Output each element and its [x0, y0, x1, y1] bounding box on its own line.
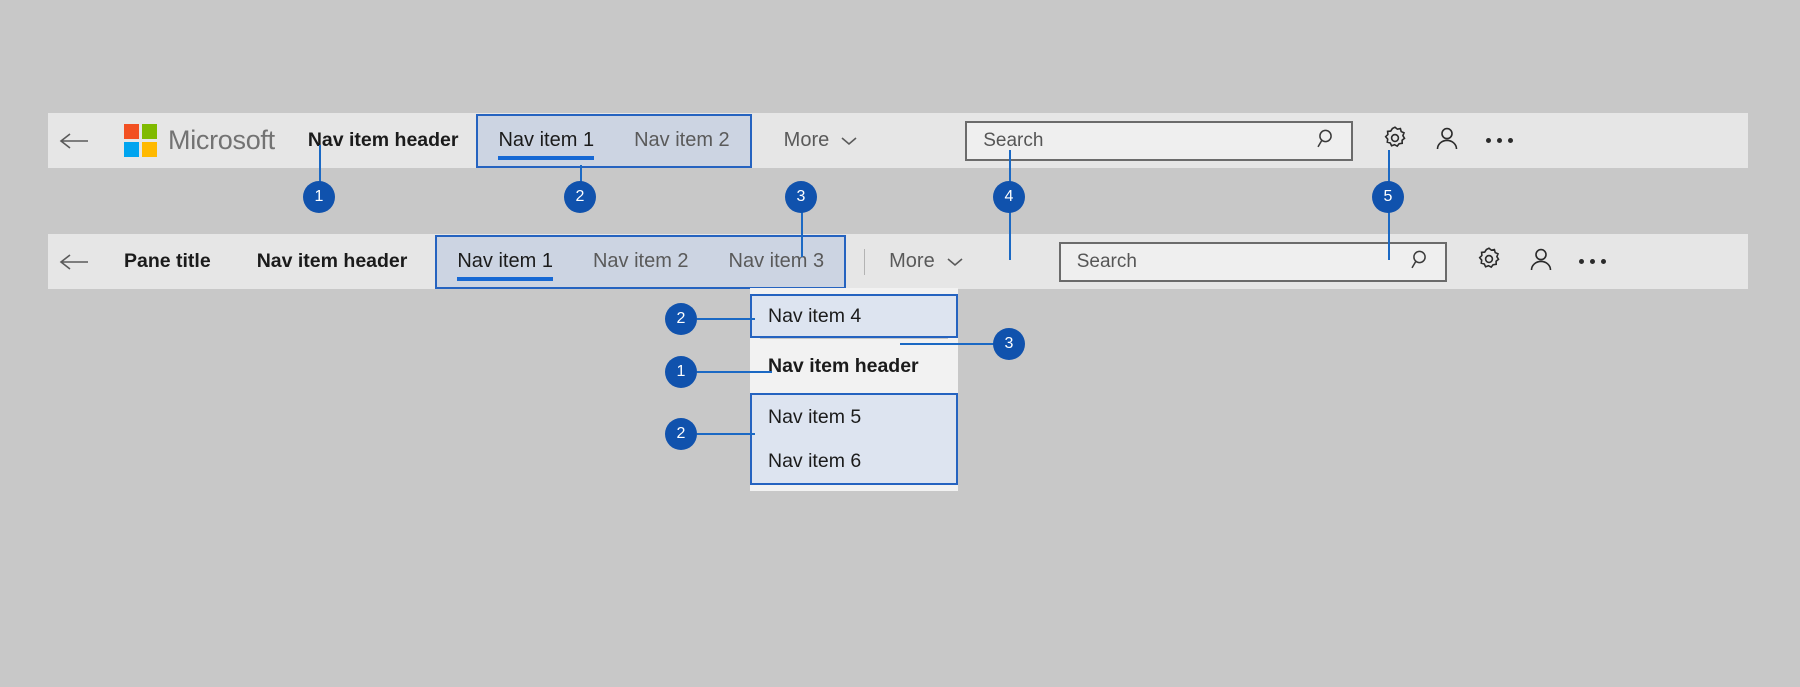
pane-title: Pane title: [124, 250, 211, 272]
back-button-bar1[interactable]: [48, 113, 100, 168]
back-arrow-icon: [59, 131, 89, 151]
nav-separator: [864, 248, 866, 275]
nav-item-1-bar2[interactable]: Nav item 1: [437, 237, 573, 287]
flyout-separator: [760, 338, 948, 339]
callout-3b: 3: [993, 328, 1025, 360]
callout-5a: 5: [1372, 181, 1404, 213]
nav-item-2-bar2[interactable]: Nav item 2: [592, 250, 689, 272]
callout-2a: 2: [564, 181, 596, 213]
callout-2c: 2: [665, 418, 697, 450]
account-button-bar2[interactable]: [1515, 234, 1567, 289]
callout-1a: 1: [303, 181, 335, 213]
nav-item-3-bar2[interactable]: Nav item 3: [728, 250, 825, 272]
person-icon: [1528, 246, 1554, 277]
callout-1b: 1: [665, 356, 697, 388]
more-button-bar2[interactable]: More: [889, 250, 963, 273]
navbar-secondary: Pane title Nav item header Nav item 1 Na…: [48, 234, 1748, 289]
nav-item-1-bar1[interactable]: Nav item 1: [478, 116, 614, 166]
chevron-down-icon: [841, 129, 857, 152]
overflow-button-bar2[interactable]: [1567, 234, 1619, 289]
search-box-bar1[interactable]: Search: [965, 120, 1354, 161]
flyout-item-6[interactable]: Nav item 6: [768, 449, 862, 472]
nav-item-header-bar1: Nav item header: [307, 129, 459, 151]
chevron-down-icon: [947, 250, 963, 273]
search-icon[interactable]: [1317, 128, 1337, 153]
search-icon[interactable]: [1411, 249, 1431, 274]
overflow-button-bar1[interactable]: [1473, 113, 1525, 168]
flyout-group-header: Nav item header: [750, 339, 958, 393]
ellipsis-icon: [1485, 138, 1513, 143]
person-icon: [1434, 125, 1460, 156]
nav-item-2-bar1[interactable]: Nav item 2: [634, 129, 730, 151]
leader-line-2c: [697, 433, 755, 435]
more-label-bar1: More: [783, 129, 830, 151]
more-button-bar1[interactable]: More: [784, 129, 858, 152]
callout-3a: 3: [785, 181, 817, 213]
microsoft-logo-icon: [124, 124, 157, 157]
search-box-bar2[interactable]: Search: [1058, 241, 1447, 282]
flyout-group: Nav item 5 Nav item 6: [750, 393, 958, 485]
leader-line-1a: [319, 145, 321, 197]
flyout-item-5[interactable]: Nav item 5: [768, 405, 862, 428]
gear-icon: [1382, 125, 1408, 156]
callout-2b: 2: [665, 303, 697, 335]
flyout-item-4[interactable]: Nav item 4: [750, 294, 958, 338]
nav-group-bar1: Nav item 1 Nav item 2: [476, 113, 752, 168]
more-label-bar2: More: [889, 250, 935, 272]
leader-line-3b: [900, 343, 995, 345]
ellipsis-icon: [1579, 259, 1607, 264]
nav-overflow-flyout: Nav item 4 Nav item header Nav item 5 Na…: [750, 288, 958, 491]
nav-item-header-bar2: Nav item header: [256, 250, 408, 272]
search-input-bar2[interactable]: Search: [1076, 250, 1137, 272]
brand-wordmark: Microsoft: [168, 125, 275, 155]
search-input-bar1[interactable]: Search: [983, 129, 1044, 151]
callout-4a: 4: [993, 181, 1025, 213]
leader-line-1b: [697, 371, 772, 373]
leader-line-2b: [697, 318, 755, 320]
back-arrow-icon: [59, 252, 89, 272]
back-button-bar2[interactable]: [48, 234, 100, 289]
account-button-bar1[interactable]: [1421, 113, 1473, 168]
navbar-primary: Microsoft Nav item header Nav item 1 Nav…: [48, 113, 1748, 168]
settings-button-bar1[interactable]: [1369, 113, 1421, 168]
settings-button-bar2[interactable]: [1463, 234, 1515, 289]
nav-group-bar2: Nav item 1 Nav item 2 Nav item 3: [435, 234, 847, 289]
microsoft-logo[interactable]: Microsoft: [124, 124, 275, 157]
gear-icon: [1476, 246, 1502, 277]
leader-line-3a: [801, 197, 803, 257]
